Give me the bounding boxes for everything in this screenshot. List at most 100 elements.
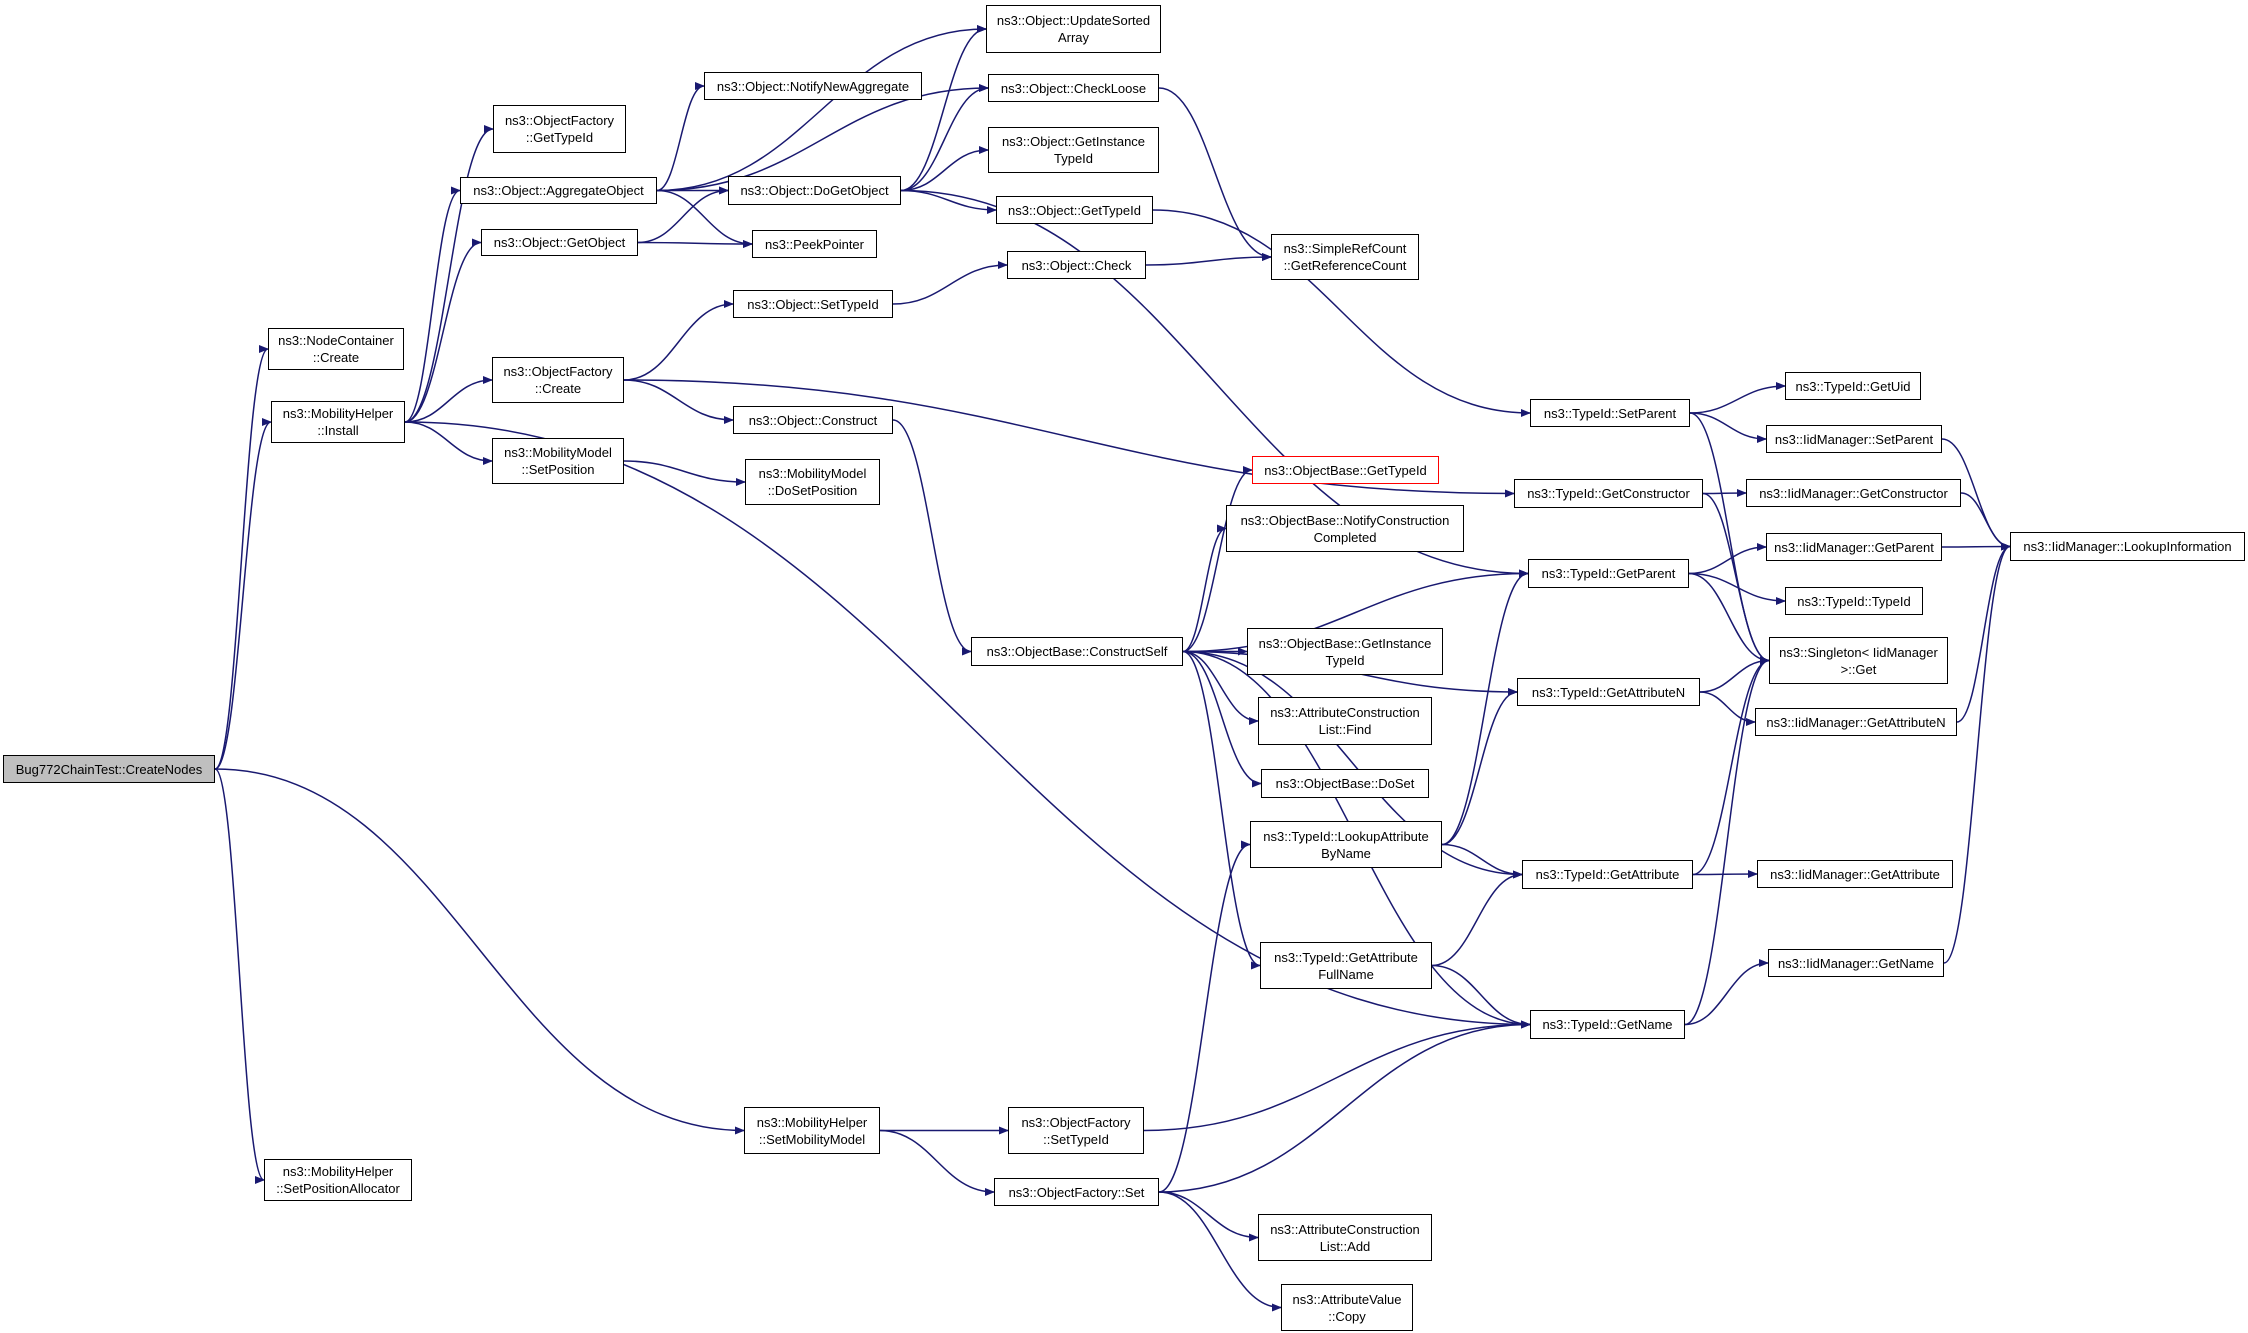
node-objectbase-doset[interactable]: ns3::ObjectBase::DoSet [1261,769,1429,798]
call-edge [1158,1191,1282,1312]
call-edge [214,768,265,1184]
node-object-aggregateobject[interactable]: ns3::Object::AggregateObject [460,177,657,204]
node-object-settypeid[interactable]: ns3::Object::SetTypeId [733,290,893,318]
node-typeid-setparent[interactable]: ns3::TypeId::SetParent [1530,399,1690,427]
call-edge [637,239,753,248]
call-edge [656,189,753,248]
call-edge [214,345,269,770]
node-label: ns3::ObjectBase::DoSet [1275,776,1415,791]
call-edge [656,82,705,192]
node-typeid-getuid[interactable]: ns3::TypeId::GetUid [1785,372,1921,400]
node-mobilityhelper-setpositionallocator[interactable]: ns3::MobilityHelper::SetPositionAllocato… [264,1159,412,1201]
node-label: ns3::Singleton< IidManager [1779,644,1938,660]
call-edge [1960,492,2011,551]
call-edge [1143,1020,1531,1132]
node-label: ns3::TypeId::GetAttributeN [1531,684,1686,700]
call-edge [214,418,272,770]
node-label: ns3::TypeId::GetAttribute [1274,949,1418,965]
node-mobilitymodel-setposition[interactable]: ns3::MobilityModel::SetPosition [492,438,624,484]
call-edge [637,186,729,244]
node-typeid-getattributen[interactable]: ns3::TypeId::GetAttributeN [1517,678,1700,706]
node-object-construct[interactable]: ns3::Object::Construct [733,406,893,434]
node-iidmanager-getattributen[interactable]: ns3::IidManager::GetAttributeN [1755,708,1957,736]
node-typeid-typeid[interactable]: ns3::TypeId::TypeId [1785,587,1923,615]
node-object-checkloose[interactable]: ns3::Object::CheckLoose [988,74,1159,102]
node-label: >::Get [1840,661,1877,677]
node-typeid-getattribute[interactable]: ns3::TypeId::GetAttribute [1522,860,1693,889]
node-object-notifynewaggregate[interactable]: ns3::Object::NotifyNewAggregate [704,72,922,100]
node-label: ns3::AttributeConstruction [1270,705,1420,720]
node-label: ns3::Object::GetTypeId [1008,202,1141,218]
call-edge [1689,412,1770,665]
call-edge [1684,959,1769,1026]
node-iidmanager-getname[interactable]: ns3::IidManager::GetName [1768,949,1944,977]
node-objectfactory-set[interactable]: ns3::ObjectFactory::Set [994,1178,1159,1206]
call-edge [1688,572,1786,605]
call-edge [900,146,989,192]
node-iidmanager-getparent[interactable]: ns3::IidManager::GetParent [1766,533,1942,561]
node-label: ns3::Object::Check [1021,257,1132,273]
node-label: ::Install [317,423,359,438]
node-label: ns3::SimpleRefCount [1283,241,1407,256]
call-edge [1431,964,1531,1029]
node-object-check[interactable]: ns3::Object::Check [1007,251,1146,279]
node-label: ns3::TypeId::LookupAttribute [1263,828,1429,844]
node-iidmanager-setparent[interactable]: ns3::IidManager::SetParent [1766,425,1942,453]
node-label: ns3::Object::NotifyNewAggregate [716,78,910,94]
call-edge [1684,656,1770,1026]
node-label: ns3::IidManager::GetAttributeN [1766,714,1946,730]
node-label: TypeId [1325,652,1365,668]
node-label: ::SetMobilityModel [758,1131,866,1147]
node-objectbase-constructself[interactable]: ns3::ObjectBase::ConstructSelf [971,637,1183,666]
node-label: Bug772ChainTest::CreateNodes [15,761,203,777]
node-attributevalue-copy[interactable]: ns3::AttributeValue::Copy [1281,1284,1413,1331]
node-typeid-getname[interactable]: ns3::TypeId::GetName [1530,1010,1685,1039]
call-edge [656,84,989,192]
node-mobilityhelper-setmobilitymodel[interactable]: ns3::MobilityHelper::SetMobilityModel [744,1107,880,1154]
node-objectfactory-settypeid[interactable]: ns3::ObjectFactory::SetTypeId [1008,1107,1144,1154]
node-label: FullName [1318,966,1374,982]
node-mobilitymodel-dosetposition[interactable]: ns3::MobilityModel::DoSetPosition [745,459,880,505]
node-iidmanager-lookupinformation[interactable]: ns3::IidManager::LookupInformation [2010,532,2245,561]
node-nodecontainer-create[interactable]: ns3::NodeContainer::Create [268,328,404,370]
call-edge [900,25,987,192]
node-label: ns3::PeekPointer [764,236,864,252]
node-singleton-iidmanager-get[interactable]: ns3::Singleton< IidManager >::Get [1769,637,1948,684]
node-object-dogetobject[interactable]: ns3::Object::DoGetObject [728,176,901,205]
node-peekpointer[interactable]: ns3::PeekPointer [752,230,877,258]
node-label: ns3::Object::DoGetObject [740,183,889,198]
call-edge [404,125,494,423]
call-edge [623,460,746,486]
node-simplerefcount-getreferencecount[interactable]: ns3::SimpleRefCount::GetReferenceCount [1271,234,1419,280]
node-typeid-getconstructor[interactable]: ns3::TypeId::GetConstructor [1514,479,1703,508]
call-edge [1956,542,2011,723]
node-label: ns3::MobilityHelper [282,406,394,421]
node-iidmanager-getconstructor[interactable]: ns3::IidManager::GetConstructor [1746,479,1961,507]
node-object-gettypeid[interactable]: ns3::Object::GetTypeId [996,196,1153,224]
call-edge [1689,382,1786,414]
call-edge [1441,569,1529,846]
node-iidmanager-getattribute[interactable]: ns3::IidManager::GetAttribute [1757,860,1953,888]
node-objectfactory-create[interactable]: ns3::ObjectFactory::Create [492,357,624,403]
node-label: ns3::ObjectBase::GetInstance [1258,635,1432,651]
node-objectbase-gettypeid[interactable]: ns3::ObjectBase::GetTypeId [1252,456,1439,484]
node-objectfactory-gettypeid[interactable]: ns3::ObjectFactory::GetTypeId [493,105,626,153]
node-label: ns3::IidManager::SetParent [1774,431,1934,447]
node-label: ns3::IidManager::GetParent [1774,539,1934,555]
node-label: ns3::IidManager::GetName [1777,955,1935,971]
node-label: ns3::IidManager::GetConstructor [1759,485,1948,501]
node-label: ns3::Object::Construct [748,412,878,428]
call-edge [900,84,989,192]
call-edge [900,189,997,214]
node-typeid-getparent[interactable]: ns3::TypeId::GetParent [1528,559,1689,588]
node-object-getobject[interactable]: ns3::Object::GetObject [481,229,638,256]
node-mobilityhelper-install[interactable]: ns3::MobilityHelper::Install [271,401,405,443]
